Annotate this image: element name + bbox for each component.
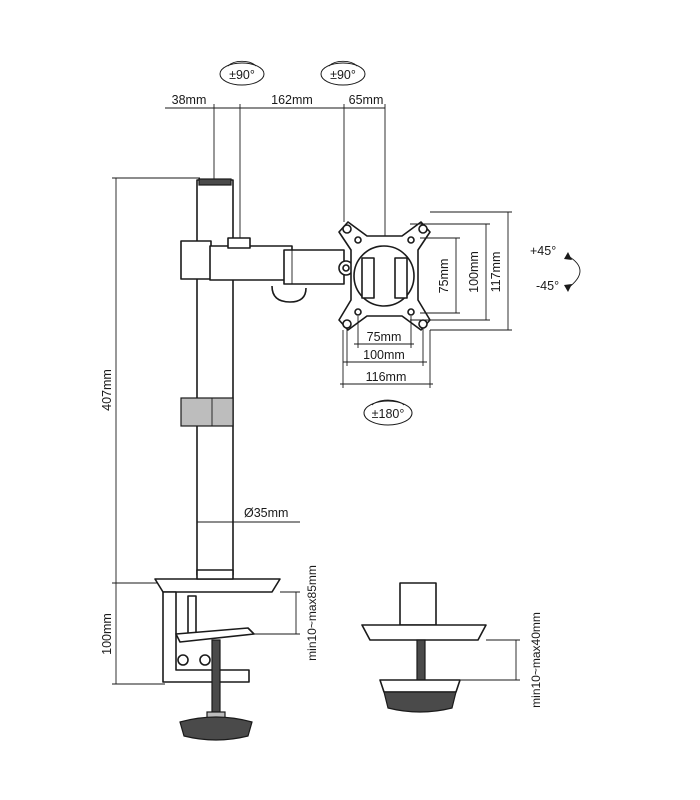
clamp-height-dimension: 100mm — [100, 583, 165, 685]
vesa-75-width-label: 75mm — [367, 330, 402, 344]
plate-117-height-label: 117mm — [489, 252, 503, 293]
pole-height-label: 407mm — [100, 369, 114, 411]
rotation-badge-arm-left: ±90° — [219, 60, 265, 86]
grommet-mount: min10~max40mm — [361, 582, 543, 713]
vesa-width-dimensions: 75mm 100mm 116mm — [340, 316, 433, 388]
pole-height-dimension: 407mm — [100, 177, 200, 584]
rotation-badge-arm-right: ±90° — [320, 60, 366, 86]
tilt-up-label: +45° — [530, 244, 556, 258]
top-width-dimensions: 38mm 162mm 65mm — [165, 93, 386, 238]
width-38-label: 38mm — [172, 93, 207, 107]
tilt-indicator: +45° -45° — [530, 244, 581, 293]
rot-arm-left-label: ±90° — [229, 68, 255, 82]
desk-clamp: min10~max85mm — [154, 565, 319, 741]
width-162-label: 162mm — [271, 93, 313, 107]
tilt-down-label: -45° — [536, 279, 559, 293]
clamp-height-label: 100mm — [100, 613, 114, 655]
rotation-badge-plate: ±180° — [363, 399, 413, 426]
vesa-plate — [338, 221, 431, 331]
width-65-label: 65mm — [349, 93, 384, 107]
plate-116-width-label: 116mm — [366, 370, 407, 384]
pole-diameter-label: Ø35mm — [244, 506, 288, 520]
grommet-range-label: min10~max40mm — [529, 612, 543, 708]
vesa-height-dimensions: 75mm 100mm 117mm — [410, 211, 512, 331]
rot-plate-label: ±180° — [372, 407, 405, 421]
vesa-100-height-label: 100mm — [467, 251, 481, 293]
vesa-75-height-label: 75mm — [437, 259, 451, 294]
rot-arm-right-label: ±90° — [330, 68, 356, 82]
clamp-range-label: min10~max85mm — [305, 565, 319, 661]
vesa-100-width-label: 100mm — [363, 348, 405, 362]
monitor-arm — [180, 237, 354, 303]
